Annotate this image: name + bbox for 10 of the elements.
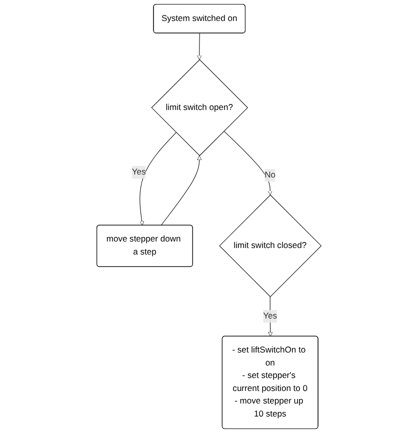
arrow	[140, 132, 176, 226]
arrow	[160, 155, 202, 226]
arrow	[224, 130, 272, 196]
edge-label: No	[264, 170, 276, 180]
edge-label: Yes	[132, 167, 146, 177]
arrow	[268, 296, 273, 337]
edge-label: Yes	[263, 312, 278, 321]
node-diamond: limit switch closed?	[219, 194, 322, 298]
arrow	[197, 33, 202, 60]
node-diamond: limit switch open?	[151, 59, 248, 156]
